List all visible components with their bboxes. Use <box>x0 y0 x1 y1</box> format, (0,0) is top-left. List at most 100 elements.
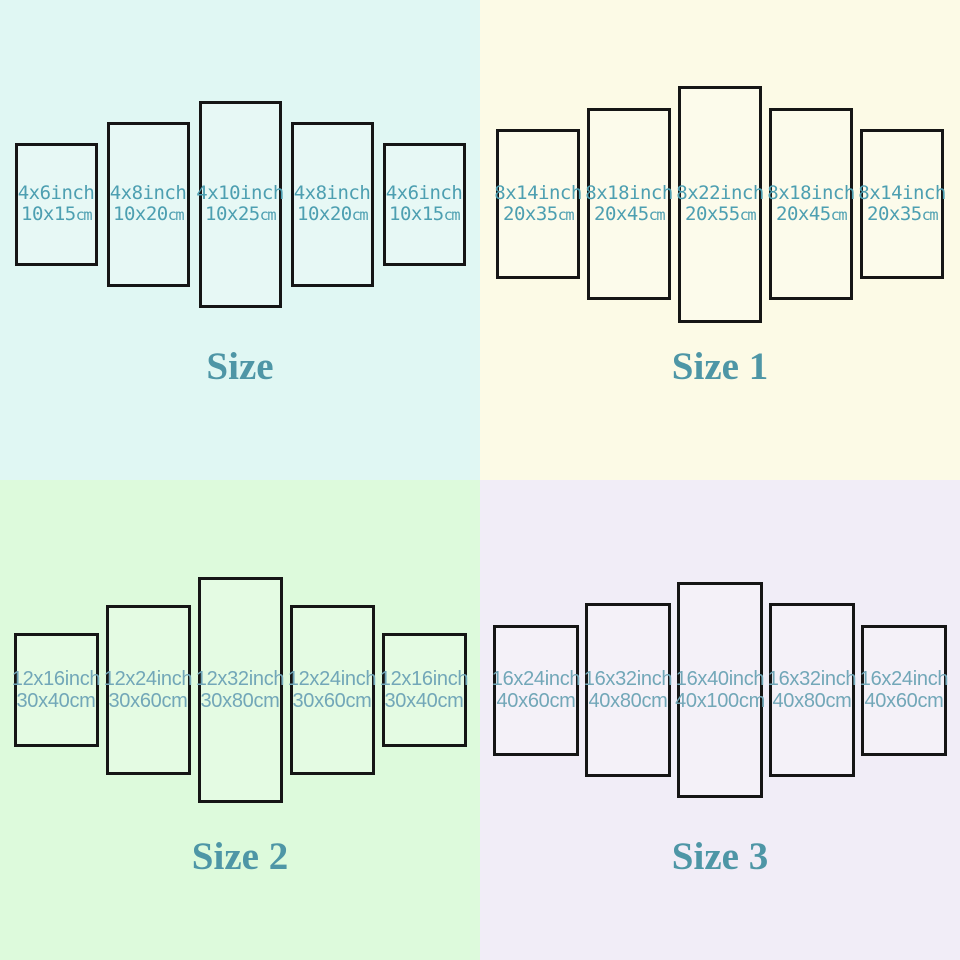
panel-size-cm-unit: cm <box>351 206 369 224</box>
panel-size-cm-value: 10x15 <box>389 203 444 225</box>
panel-size-inch-label: 8x14inch <box>494 181 582 204</box>
panel-size-cm-value: 40x80 <box>588 690 642 712</box>
panel-size-inch-label: 4x8inch <box>109 181 187 204</box>
panel-size-cm-unit: cm <box>738 690 765 712</box>
panel-size-cm-unit: cm <box>75 206 93 224</box>
panel-size-cm-value: 20x35 <box>503 203 558 225</box>
panel-size-cm-label: 20x35cm <box>503 203 575 225</box>
panel-size-inch-label: 8x14inch <box>858 181 946 204</box>
panel-size-inch-label: 16x24inch <box>491 667 581 690</box>
panel-size-cm-value: 10x15 <box>21 203 76 225</box>
panel-size-cm-label: 10x15cm <box>21 203 93 225</box>
panel-size-cm-value: 10x25 <box>205 203 260 225</box>
panel-size-inch-label: 8x18inch <box>767 181 855 204</box>
panel-size-cm-unit: cm <box>161 690 188 712</box>
panel-size-cm-label: 40x60cm <box>496 690 575 712</box>
panel-size-cm-unit: cm <box>917 690 944 712</box>
panel-size-cm-label: 40x80cm <box>772 690 851 712</box>
panel-size-cm-unit: cm <box>549 690 576 712</box>
panel-size-cm-value: 40x60 <box>864 690 918 712</box>
panel-size-cm-label: 10x25cm <box>205 203 277 225</box>
panel-size-cm-unit: cm <box>921 206 939 224</box>
panel-size-cm-label: 30x40cm <box>384 690 463 712</box>
panel-size-cm-value: 20x35 <box>867 203 922 225</box>
panel-size-cm-unit: cm <box>641 690 668 712</box>
panel-size-cm-value: 30x80 <box>200 690 254 712</box>
panel-size-cm-unit: cm <box>830 206 848 224</box>
panel-size-cm-label: 30x80cm <box>200 690 279 712</box>
panel-size-inch-label: 16x32inch <box>583 667 673 690</box>
panel-size-cm-value: 40x80 <box>772 690 826 712</box>
panel-size-cm-value: 30x60 <box>108 690 162 712</box>
panel-size-cm-unit: cm <box>253 690 280 712</box>
panel-size-cm-unit: cm <box>739 206 757 224</box>
panel-size-inch-label: 4x8inch <box>293 181 371 204</box>
panel-size-cm-unit: cm <box>648 206 666 224</box>
panel-size-cm-value: 30x60 <box>292 690 346 712</box>
panel-size-cm-label: 10x15cm <box>389 203 461 225</box>
panel-size-inch-label: 12x16inch <box>379 667 469 690</box>
panel-size-cm-label: 30x60cm <box>292 690 371 712</box>
panel-size-cm-label: 40x60cm <box>864 690 943 712</box>
panel-size-cm-unit: cm <box>825 690 852 712</box>
panel-size-inch-label: 4x6inch <box>385 181 463 204</box>
panel-size-inch-label: 8x22inch <box>676 181 764 204</box>
panel-size-cm-value: 30x40 <box>384 690 438 712</box>
size-group-title: Size 2 <box>191 835 289 878</box>
size-group-title: Size <box>206 345 274 388</box>
panel-size-cm-label: 40x100cm <box>675 690 765 712</box>
panel-size-cm-label: 20x55cm <box>685 203 757 225</box>
panel-size-inch-label: 8x18inch <box>585 181 673 204</box>
panel-size-inch-label: 12x24inch <box>103 667 193 690</box>
panel-size-cm-value: 20x55 <box>685 203 740 225</box>
panel-size-cm-value: 10x20 <box>113 203 168 225</box>
panel-size-cm-value: 30x40 <box>16 690 70 712</box>
panel-size-cm-label: 10x20cm <box>113 203 185 225</box>
panel-size-inch-label: 16x24inch <box>859 667 949 690</box>
size-group-title: Size 1 <box>671 345 769 388</box>
panel-size-cm-unit: cm <box>345 690 372 712</box>
panel-size-cm-value: 40x60 <box>496 690 550 712</box>
panel-size-cm-value: 20x45 <box>776 203 831 225</box>
panel-size-cm-value: 10x20 <box>297 203 352 225</box>
panel-size-cm-label: 20x45cm <box>776 203 848 225</box>
panel-size-cm-label: 20x45cm <box>594 203 666 225</box>
panel-size-inch-label: 16x32inch <box>767 667 857 690</box>
panel-size-cm-unit: cm <box>167 206 185 224</box>
panel-size-cm-unit: cm <box>69 690 96 712</box>
panel-size-inch-label: 16x40inch <box>675 667 765 690</box>
panel-size-inch-label: 4x6inch <box>17 181 95 204</box>
panel-size-cm-unit: cm <box>443 206 461 224</box>
panel-size-inch-label: 12x16inch <box>11 667 101 690</box>
panel-size-cm-label: 10x20cm <box>297 203 369 225</box>
panel-size-cm-unit: cm <box>557 206 575 224</box>
panel-size-cm-label: 20x35cm <box>867 203 939 225</box>
panel-size-inch-label: 12x24inch <box>287 667 377 690</box>
panel-size-cm-unit: cm <box>437 690 464 712</box>
panel-size-cm-label: 30x40cm <box>16 690 95 712</box>
panel-size-inch-label: 4x10inch <box>196 181 284 204</box>
